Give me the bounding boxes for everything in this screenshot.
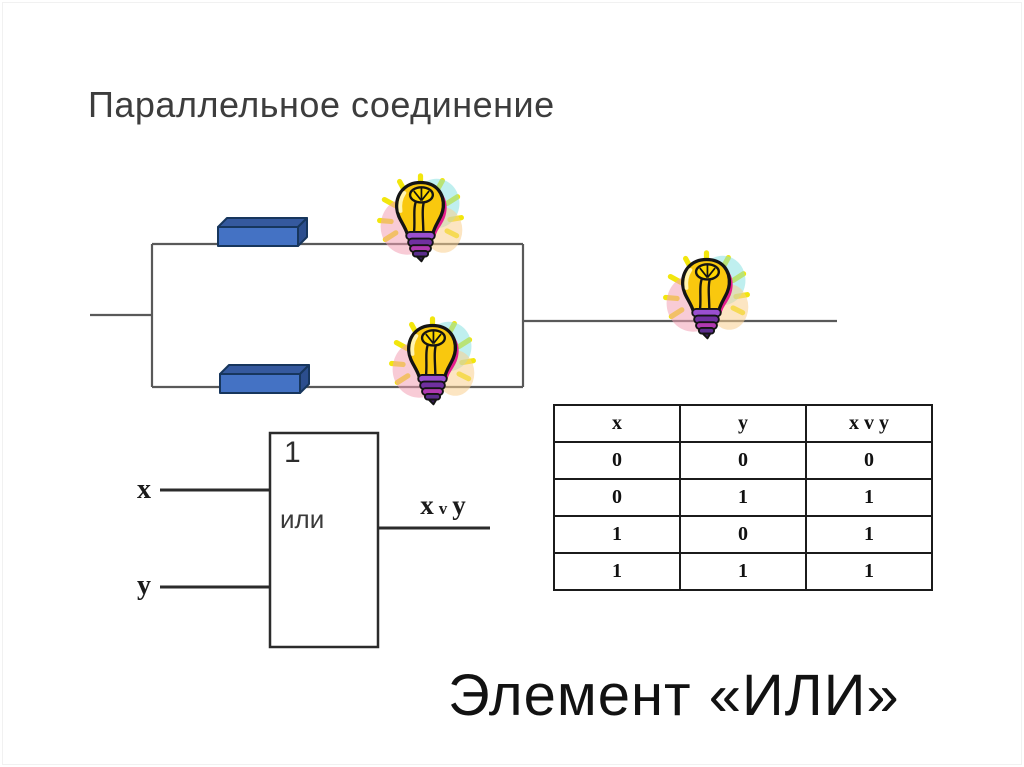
- table-cell: 0: [553, 441, 681, 480]
- gate-name-label: или: [280, 504, 325, 534]
- light-bulb-icon: [666, 253, 749, 339]
- table-row: 1 1 1: [553, 552, 933, 591]
- header-x-or-y: x v y: [805, 404, 933, 443]
- header-x: x: [553, 404, 681, 443]
- table-row: 1 0 1: [553, 515, 933, 554]
- table-cell: 0: [679, 441, 807, 480]
- table-cell: 1: [805, 552, 933, 591]
- table-cell: 0: [805, 441, 933, 480]
- table-cell: 1: [679, 552, 807, 591]
- table-cell: 0: [553, 478, 681, 517]
- switch-3d-icon: [219, 364, 310, 394]
- truth-table: x y x v y 0 0 0 0 1 1 1 0 1 1: [553, 404, 933, 591]
- header-y: y: [679, 404, 807, 443]
- slide-title: Параллельное соединение: [88, 84, 555, 125]
- gate-input-x-label: x: [137, 474, 151, 505]
- table-cell: 1: [805, 478, 933, 517]
- light-bulb-icon: [392, 319, 475, 405]
- table-row: 0 0 0: [553, 441, 933, 480]
- output-x: x: [420, 490, 434, 520]
- or-gate: [160, 431, 490, 649]
- table-cell: 1: [553, 552, 681, 591]
- switch-3d-icon: [217, 217, 308, 247]
- table-cell: 1: [553, 515, 681, 554]
- output-y: y: [452, 490, 466, 520]
- slide-caption: Элемент «ИЛИ»: [448, 663, 900, 728]
- gate-symbol-label: 1: [284, 436, 301, 469]
- gate-input-y-label: y: [137, 570, 151, 601]
- table-cell: 0: [679, 515, 807, 554]
- table-row: 0 1 1: [553, 478, 933, 517]
- gate-body: [268, 431, 380, 649]
- table-cell: 1: [679, 478, 807, 517]
- light-bulb-icon: [380, 176, 463, 262]
- table-cell: 1: [805, 515, 933, 554]
- output-or-operator: v: [438, 499, 448, 518]
- truth-table-header-row: x y x v y: [553, 404, 933, 443]
